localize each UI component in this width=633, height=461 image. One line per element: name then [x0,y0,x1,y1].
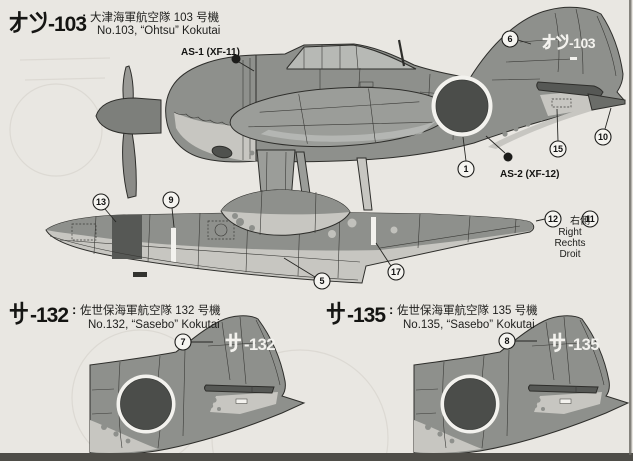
tail-cone [587,93,626,111]
callout-9: 9 [162,191,180,209]
tail-code-132: -132 [225,332,276,354]
svg-text:7: 7 [180,337,185,347]
scan-edge-right [629,0,632,455]
tail-code-103: -103 [542,33,596,51]
heading-132-suffix: -132 [30,304,68,327]
scan-edge-bottom [0,453,633,461]
as2-label: AS-2 (XF-12) [500,169,559,180]
heading-132-colon: : [72,302,76,317]
horizontal-stabilizer [536,81,604,98]
heading-103-desc-ja: 大津海軍航空隊 103 号機 [90,10,220,24]
heading-132-desc-ja: 佐世保海軍航空隊 132 号機 [80,303,221,317]
paint-callout-as2: AS-2 (XF-12) [500,152,559,180]
heading-135: -135 : 佐世保海軍航空隊 135 号機 No.135, “Sasebo” … [326,301,538,331]
exhaust-stub [211,145,233,159]
svg-text:10: 10 [598,132,608,142]
wing-side-view [229,86,451,148]
callout-1: 1 [457,160,475,178]
callout-5: 5 [313,272,331,290]
svg-text:11: 11 [585,214,595,224]
heading-135-desc-ja: 佐世保海軍航空隊 135 号機 [397,303,538,317]
right-side-de: Rechts [554,238,585,249]
float-assembly [45,149,535,284]
right-side-ja: 右側 [570,214,590,227]
as1-marker-dot [231,54,241,64]
as1-label: AS-1 (XF-11) [181,47,240,58]
callout-17: 17 [387,263,405,281]
propeller-blade-lower [122,131,137,199]
heading-103-suffix: -103 [48,13,86,36]
svg-text:5: 5 [319,276,324,286]
hinomaru-fuselage [431,75,493,137]
svg-text:6: 6 [507,34,512,44]
callout-10: 10 [594,128,612,146]
svg-text:13: 13 [96,197,106,207]
svg-text:9: 9 [168,195,173,205]
callout-8: 8 [498,332,516,350]
callout-7: 7 [174,333,192,351]
as2-marker-dot [503,152,513,162]
cockpit-canopy [286,44,417,70]
propeller-spinner [95,97,162,135]
rear-float-strut [356,157,373,211]
svg-text:12: 12 [548,214,558,224]
float-white-stripe-front [171,228,176,262]
svg-text:1: 1 [463,164,468,174]
tail-code-suffix: -135 [568,336,599,354]
heading-135-suffix: -135 [347,304,386,327]
heading-103: -103 : 大津海軍航空隊 103 号機 No.103, “Ohtsu” Ko… [9,9,220,37]
right-side-en: Right [558,227,582,238]
heading-103-desc-en: No.103, “Ohtsu” Kokutai [97,25,220,37]
heading-103-colon: : [82,9,86,24]
tail-code-suffix: -132 [244,336,275,354]
tail-closeup-132: -132 [89,315,305,455]
right-side-note: 右側 Right Rechts Droit [554,214,590,260]
right-side-fr: Droit [559,249,580,260]
heading-135-colon: : [389,302,393,317]
tail-code-suffix: -103 [569,35,596,51]
float-white-stripe-rear [371,217,376,245]
callout-15: 15 [549,140,567,158]
float-dark-band [112,215,142,259]
heading-132-desc-en: No.132, “Sasebo” Kokutai [88,319,220,331]
svg-text:8: 8 [504,336,509,346]
svg-text:15: 15 [553,144,563,154]
heading-135-desc-en: No.135, “Sasebo” Kokutai [403,319,535,331]
main-side-view: -103 [95,6,626,199]
heading-132: -132 : 佐世保海軍航空隊 132 号機 No.132, “Sasebo” … [9,301,221,331]
callout-6: 6 [501,30,519,48]
wingtip-float [220,151,351,236]
callout-11: 11 [581,210,599,228]
callout-13: 13 [92,193,110,211]
tail-code-135: -135 [549,332,600,354]
svg-text:17: 17 [391,267,401,277]
paint-callout-as1: AS-1 (XF-11) [181,47,241,64]
leader-lines [104,39,612,343]
tail-closeup-135: -135 [413,315,629,455]
callout-12: 12 [544,210,562,228]
antenna-mast [397,39,406,67]
